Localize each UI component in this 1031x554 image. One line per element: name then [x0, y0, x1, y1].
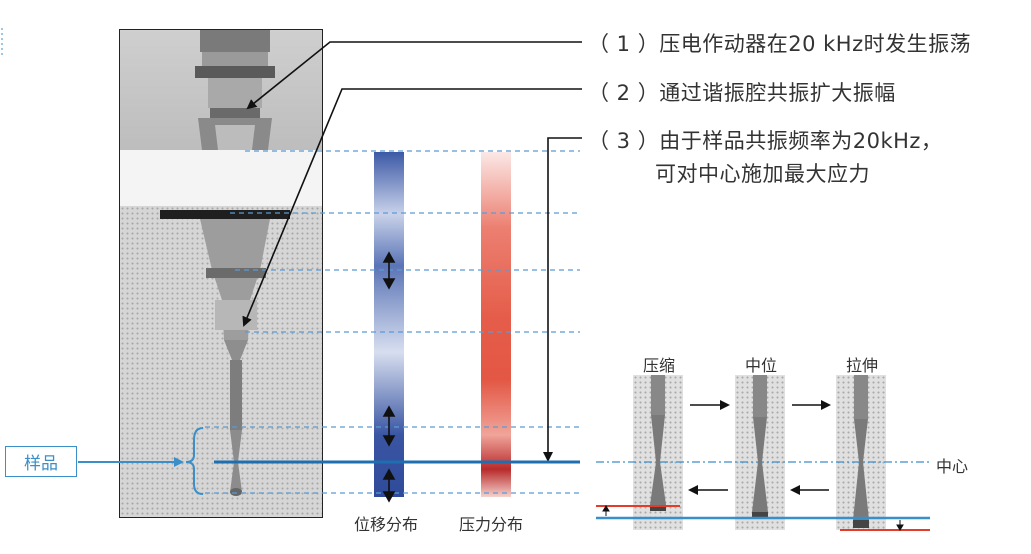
center-label: 中心 — [936, 457, 969, 476]
annotation-2-text: 通过谐振腔共振扩大振幅 — [659, 81, 896, 105]
pointer-line-3 — [543, 137, 582, 462]
annotation-3-text: 由于样品共振频率为20kHz， — [659, 129, 943, 153]
stage-tension-image — [836, 375, 886, 530]
stage-neutral-label: 中位 — [745, 356, 778, 375]
annotation-1-text: 压电作动器在20 kHz时发生振荡 — [659, 32, 972, 56]
apparatus-drawing — [160, 30, 290, 496]
stage-tension-label: 拉伸 — [846, 356, 879, 375]
stage-neutral-image — [735, 375, 785, 530]
stress-distribution-bar — [481, 152, 511, 497]
sample-label-text: 样品 — [24, 454, 58, 474]
displacement-distribution-bar — [374, 152, 404, 497]
annotation-1: （ 1 ）压电作动器在20 kHz时发生振荡 — [588, 28, 971, 58]
annotation-3-line2: 可对中心施加最大应力 — [655, 162, 870, 186]
apparatus-photo — [119, 29, 323, 518]
sample-label-box: 样品 — [5, 446, 77, 477]
annotation-2-number: （ 2 ） — [588, 81, 660, 105]
displacement-label: 位移分布 — [354, 515, 419, 534]
annotation-2: （ 2 ）通过谐振腔共振扩大振幅 — [588, 77, 896, 107]
annotation-1-number: （ 1 ） — [588, 32, 660, 56]
stage-compression-label: 压缩 — [643, 356, 676, 375]
stage-compression-image — [633, 375, 683, 530]
annotation-3: （ 3 ）由于样品共振频率为20kHz， — [588, 125, 942, 155]
annotation-3-number: （ 3 ） — [588, 129, 660, 153]
stress-label: 压力分布 — [459, 515, 524, 534]
